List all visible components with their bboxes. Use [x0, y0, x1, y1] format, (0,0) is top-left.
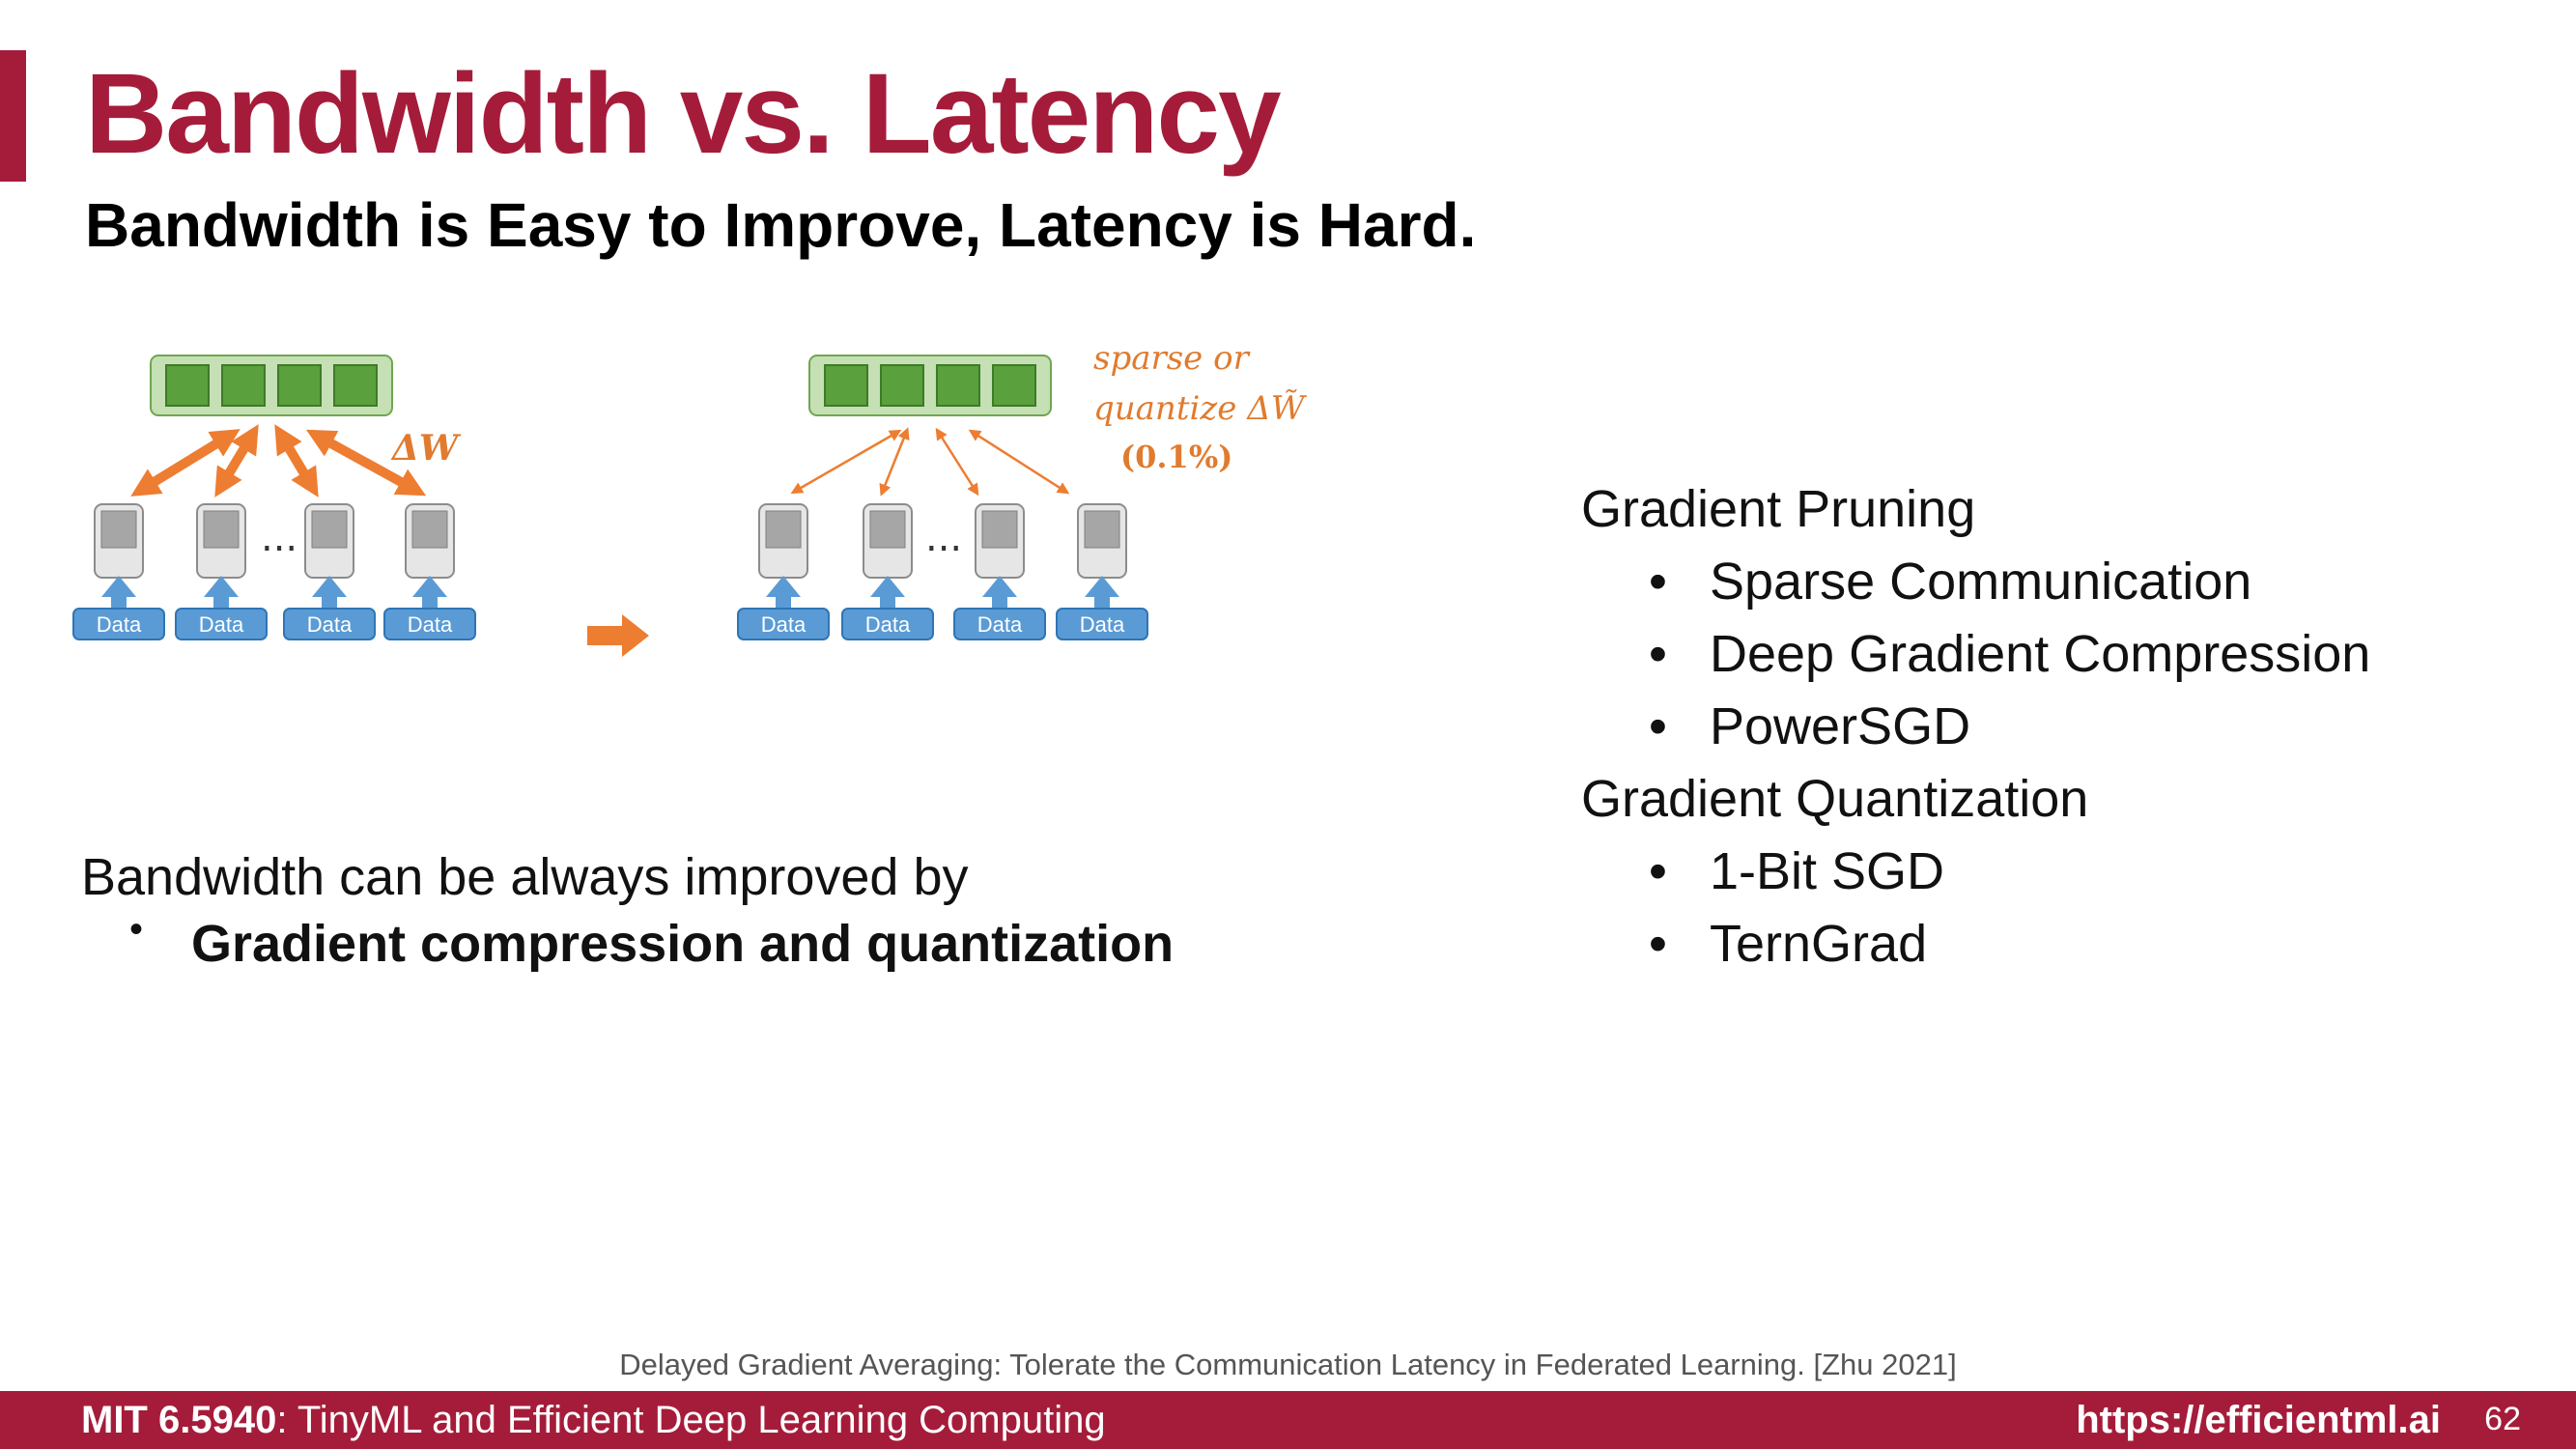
list-item-text: Sparse Communication: [1710, 553, 2252, 611]
data-store-right-3: Data: [953, 608, 1046, 640]
worker-right-3: [975, 503, 1025, 579]
transition-arrow: [587, 614, 649, 657]
delta-w-label: ΔW: [390, 428, 462, 469]
course-url-link[interactable]: https://efficientml.ai: [2076, 1399, 2441, 1441]
slide-title: Bandwidth vs. Latency: [85, 50, 1282, 178]
data-label: Data: [1080, 612, 1125, 637]
course-name: : TinyML and Efficient Deep Learning Com…: [276, 1399, 1106, 1441]
worker-left-4: [405, 503, 455, 579]
list-item: • Sparse Communication: [1581, 546, 2370, 618]
data-label: Data: [977, 612, 1023, 637]
list-item: • TernGrad: [1581, 908, 2370, 980]
bullet-glyph: •: [129, 908, 144, 951]
ellipsis-right: ...: [925, 516, 962, 560]
worker-left-1: [94, 503, 144, 579]
footer-bar: MIT 6.5940: TinyML and Efficient Deep Le…: [0, 1391, 2576, 1449]
upload-arrows-right: [766, 576, 1119, 609]
worker-right-1: [758, 503, 808, 579]
bandwidth-notes: Bandwidth can be always improved by • Gr…: [81, 846, 1174, 973]
dense-arrows: [130, 424, 427, 497]
data-label: Data: [199, 612, 244, 637]
communication-diagram: ΔW ...: [58, 328, 1333, 657]
worker-right-2: [863, 503, 913, 579]
course-label: MIT 6.5940: TinyML and Efficient Deep Le…: [81, 1399, 1106, 1442]
citation: Delayed Gradient Averaging: Tolerate the…: [619, 1348, 1957, 1381]
parameter-server-right: [808, 355, 1052, 416]
diagram-svg: ΔW ...: [72, 339, 1308, 657]
worker-right-4: [1077, 503, 1127, 579]
parameter-server-left: [150, 355, 393, 416]
data-label: Data: [307, 612, 353, 637]
page-number: 62: [2484, 1401, 2521, 1437]
bandwidth-bullet: • Gradient compression and quantization: [129, 908, 1175, 974]
bullet-glyph: •: [1649, 697, 1667, 755]
technique-list: Gradient Pruning • Sparse Communication •…: [1581, 473, 2370, 980]
annotation-line-2: quantize ΔW̃: [1093, 389, 1308, 428]
list-item: • PowerSGD: [1581, 691, 2370, 763]
annotation-line-3: (0.1%): [1120, 439, 1232, 475]
list-item-text: TernGrad: [1710, 915, 1928, 973]
bullet-glyph: •: [1649, 915, 1667, 973]
title-accent-bar: [0, 50, 26, 182]
slide-subtitle: Bandwidth is Easy to Improve, Latency is…: [85, 190, 1477, 260]
data-store-left-4: Data: [383, 608, 476, 640]
sparse-arrows: [790, 427, 1070, 497]
ellipsis-left: ...: [261, 516, 297, 560]
group-title-quantization: Gradient Quantization: [1581, 770, 2089, 828]
data-store-right-1: Data: [737, 608, 830, 640]
list-item-text: PowerSGD: [1710, 697, 1971, 755]
data-store-left-3: Data: [283, 608, 376, 640]
bandwidth-intro: Bandwidth can be always improved by: [81, 848, 969, 906]
worker-left-3: [304, 503, 354, 579]
sparse-scene: sparse or quantize ΔW̃ (0.1%) ...: [737, 339, 1308, 640]
list-item-text: Deep Gradient Compression: [1710, 625, 2371, 683]
data-store-left-1: Data: [72, 608, 165, 640]
dense-scene: ΔW ...: [72, 355, 476, 640]
bullet-glyph: •: [1649, 625, 1667, 683]
data-store-right-4: Data: [1056, 608, 1148, 640]
data-label: Data: [865, 612, 911, 637]
data-label: Data: [761, 612, 807, 637]
course-code: MIT 6.5940: [81, 1399, 277, 1441]
bullet-glyph: •: [1649, 553, 1667, 611]
data-label: Data: [97, 612, 142, 637]
worker-left-2: [196, 503, 246, 579]
bullet-glyph: •: [1649, 842, 1667, 900]
group-title-pruning: Gradient Pruning: [1581, 480, 1976, 538]
data-label: Data: [408, 612, 453, 637]
list-item: • 1-Bit SGD: [1581, 836, 2370, 908]
data-store-right-2: Data: [841, 608, 934, 640]
upload-arrows-left: [101, 576, 447, 609]
data-store-left-2: Data: [175, 608, 268, 640]
annotation-line-1: sparse or: [1093, 339, 1251, 378]
list-item: • Deep Gradient Compression: [1581, 618, 2370, 691]
list-item-text: 1-Bit SGD: [1710, 842, 1945, 900]
bandwidth-bullet-text: Gradient compression and quantization: [191, 915, 1175, 973]
